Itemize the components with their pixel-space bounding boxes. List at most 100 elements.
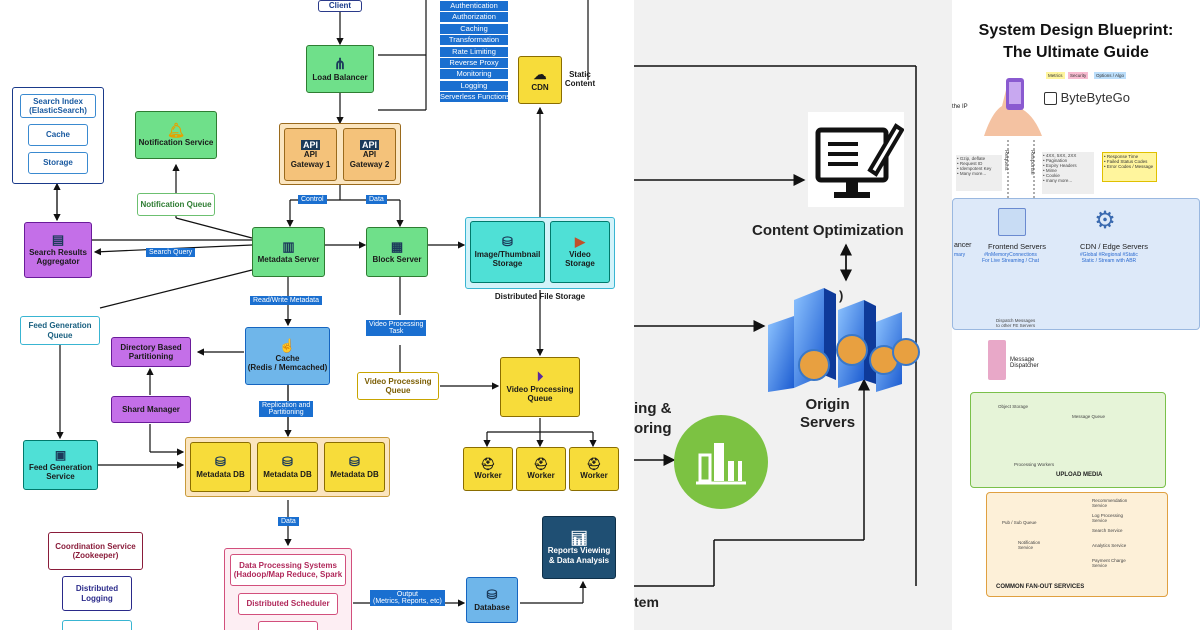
bytebytego-logo: ByteByteGo — [1044, 90, 1130, 106]
gateway-tag: Authorization — [440, 12, 508, 23]
paren-fragment: ) — [839, 288, 844, 303]
upload-media-section — [970, 392, 1166, 488]
partial-box — [62, 620, 132, 630]
database-box: ⛁ Database — [466, 577, 518, 623]
ip-label: the IP — [952, 104, 968, 110]
origin-servers-icon — [764, 280, 924, 395]
response-notes: • 4XX, 5XX, 2XX • Pagination • Expiry He… — [1042, 152, 1094, 194]
database-label: Database — [474, 602, 510, 612]
output-label: Output (Metrics, Reports, etc) — [370, 590, 445, 606]
metadata-server-label: Metadata Server — [257, 254, 320, 264]
load-balancer-box: ⋔ Load Balancer — [306, 45, 374, 93]
client-box: Client — [318, 0, 362, 12]
api-icon: API — [359, 140, 379, 151]
video-processing-queue-box: ⏵ Video Processing Queue — [500, 357, 580, 417]
fan-out-service: Log Processing Service — [1092, 513, 1124, 523]
content-optimization-label: Content Optimization — [752, 222, 904, 239]
data-processing-box: Data Processing Systems (Hadoop/Map Redu… — [230, 554, 346, 586]
block-server-label: Block Server — [372, 254, 422, 264]
replication-label: Replication and Partitioning — [259, 401, 314, 417]
cache-redis-label: Cache (Redis / Memcached) — [247, 354, 328, 373]
gateway-tag: Rate Limiting — [440, 46, 508, 57]
cache-redis-box: ☝ Cache (Redis / Memcached) — [245, 327, 330, 385]
search-index-box: Search Index (ElasticSearch) — [20, 94, 96, 118]
database-icon: ⛁ — [282, 453, 293, 469]
feed-generation-queue-box: Feed Generation Queue — [20, 316, 100, 345]
feed-generation-service-label: Feed Generation Service — [28, 462, 93, 481]
load-balancer-label: Load Balancer — [312, 73, 368, 83]
cdn-icon: ☁ — [533, 66, 547, 82]
pubsub-label: Pub / Sub Queue — [1002, 520, 1037, 525]
request-notes: • Gzip, deflate • Request ID • Idempoten… — [956, 155, 1002, 191]
video-processing-task-label: Video Processing Task — [366, 320, 427, 336]
guide-tag: Metrics — [1046, 72, 1065, 79]
frontend-icon — [998, 208, 1026, 236]
worker-icon: ⛑ — [586, 456, 602, 471]
search-aggregator-box: ▤ Search Results Aggregator — [24, 222, 92, 278]
static-content-label: Static Content — [564, 70, 596, 89]
cdn-box: ☁ CDN — [518, 56, 562, 104]
fan-out-section — [986, 492, 1168, 597]
chart-icon: 📊︎ — [570, 530, 588, 547]
monitoring-circle — [674, 415, 768, 509]
image-storage-box: ⛁ Image/Thumbnail Storage — [470, 221, 545, 283]
search-results-icon: ▤ — [51, 232, 65, 248]
metadata-db-1-box: ⛁ Metadata DB — [190, 442, 251, 492]
worker-label: Worker — [474, 471, 502, 481]
frontend-sub: #InMemoryConnections For Live Streaming … — [982, 252, 1039, 264]
video-storage-box: ▶ Video Storage — [550, 221, 610, 283]
search-aggregator-label: Search Results Aggregator — [29, 248, 87, 267]
phone-hand-icon — [984, 78, 1042, 136]
panel3-lines — [1007, 140, 1035, 198]
fan-out-service: Payment Charge Service — [1092, 558, 1126, 568]
gateway-tag: Logging — [440, 80, 508, 91]
video-storage-label: Video Storage — [565, 250, 595, 269]
reports-label: Reports Viewing & Data Analysis — [547, 546, 611, 565]
worker-2-box: ⛑ Worker — [516, 447, 566, 491]
client-label: Client — [328, 1, 352, 11]
gateway-tag: Caching — [440, 23, 508, 34]
cdn-edge-label: CDN / Edge Servers — [1080, 242, 1148, 251]
video-processing-queue-small-box: Video Processing Queue — [357, 372, 439, 400]
read-write-metadata-label: Read/Write Metadata — [250, 296, 323, 305]
api-icon: API — [300, 140, 320, 151]
metadata-db-3-box: ⛁ Metadata DB — [324, 442, 385, 492]
search-query-label: Search Query — [146, 248, 196, 257]
worker-1-box: ⛑ Worker — [463, 447, 513, 491]
metadata-db-label: Metadata DB — [330, 469, 379, 479]
feed-generation-service-box: ▣ Feed Generation Service — [23, 440, 98, 490]
gear-icon: ⚙ — [1094, 207, 1116, 234]
metadata-server-box: ▥ Metadata Server — [252, 227, 325, 277]
database-icon: ⛁ — [502, 234, 513, 250]
notification-label: Notification Service — [1018, 540, 1041, 550]
fan-out-label: COMMON FAN-OUT SERVICES — [996, 584, 1085, 590]
worker-icon: ⛑ — [480, 456, 496, 471]
blueprint-guide-panel: System Design Blueprint: The Ultimate Gu… — [952, 0, 1200, 630]
reports-box: 📊︎ Reports Viewing & Data Analysis — [542, 516, 616, 579]
api-gateway-1-label: API Gateway 1 — [290, 150, 331, 169]
metadata-icon: ▥ — [282, 238, 295, 254]
panel2-lines — [634, 65, 917, 587]
gateway-tag: Authentication — [440, 1, 508, 11]
cache-hand-icon: ☝ — [279, 338, 296, 354]
request-label: Request — [1003, 150, 1009, 171]
data-flow-label: Data — [366, 195, 387, 204]
gateway-tag: Transformation — [440, 35, 508, 46]
database-icon: ⛁ — [215, 453, 226, 469]
api-gateway-2-label: API Gateway 2 — [349, 150, 390, 169]
metadata-db-label: Metadata DB — [263, 469, 312, 479]
left-text-fragment-1: ing & — [634, 400, 672, 417]
fan-out-service: Analytics Service — [1092, 543, 1127, 548]
partial-pink-box — [258, 621, 318, 630]
directory-partitioning-box: Directory Based Partitioning — [111, 337, 191, 367]
video-processing-queue-label: Video Processing Queue — [506, 385, 574, 404]
distributed-scheduler-box: Distributed Scheduler — [238, 593, 338, 615]
worker-icon: ⛑ — [533, 456, 549, 471]
response-yellow-note: • Response Time • Failed Status Codes • … — [1102, 152, 1157, 182]
upload-media-label: UPLOAD MEDIA — [1056, 472, 1103, 478]
object-storage-label: Object Storage — [998, 404, 1029, 409]
gateway-tag: Monitoring — [440, 69, 508, 80]
notification-service-label: Notification Service — [138, 138, 214, 148]
storage-box: Storage — [28, 152, 88, 174]
content-optimization-panel: Content Optimization ) Origin Servers in… — [634, 0, 952, 630]
